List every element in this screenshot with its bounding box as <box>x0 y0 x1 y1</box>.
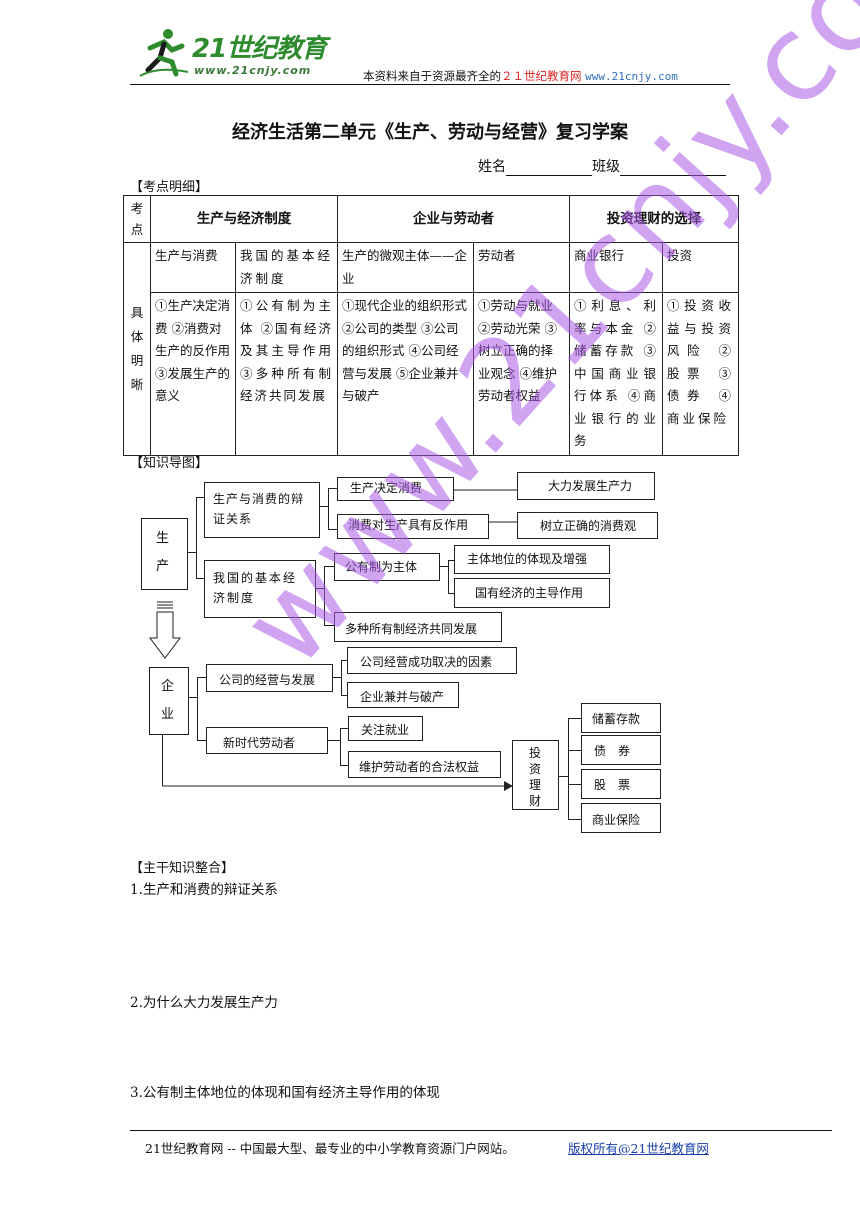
map-box-stock: 股 票 <box>581 769 661 799</box>
map-line <box>188 552 196 553</box>
map-line <box>448 560 449 594</box>
map-box-status: 主体地位的体现及增强 <box>454 545 610 574</box>
sub-invest: 投资 <box>662 242 739 293</box>
kaodian-table: 考点 生产与经济制度 企业与劳动者 投资理财的选择 具体明晰 生产与消费 我国的… <box>123 195 739 456</box>
header-divider <box>130 84 730 85</box>
map-line <box>196 578 204 579</box>
logo-wordmark: 21世纪教育 <box>192 34 327 64</box>
side-char-4: 晰 <box>130 376 144 392</box>
question-2: 2.为什么大力发展生产力 <box>130 995 278 1011</box>
invest-char-3: 理 <box>529 778 542 792</box>
map-box-state: 国有经济的主导作用 <box>454 578 610 608</box>
map-line <box>448 593 454 594</box>
site-logo[interactable]: 21世纪教育 www.21cnjy.com <box>130 22 340 82</box>
question-3: 3.公有制主体地位的体现和国有经济主导作用的体现 <box>130 1085 440 1101</box>
header-production: 生产与经济制度 <box>150 195 338 243</box>
note-url[interactable]: www.21cnjy.com <box>585 70 678 83</box>
map-box-job: 关注就业 <box>348 716 423 741</box>
corner-cell: 考点 <box>123 195 151 243</box>
map-line <box>197 677 198 741</box>
map-line <box>559 776 568 777</box>
arrow-right-icon <box>489 517 529 527</box>
page-title: 经济生活第二单元《生产、劳动与经营》复习学案 <box>232 122 628 143</box>
map-line <box>568 784 581 785</box>
logo-url: www.21cnjy.com <box>194 64 312 77</box>
down-arrow-icon <box>149 601 181 659</box>
sub-production-consumption: 生产与消费 <box>150 242 236 293</box>
map-line <box>568 718 569 820</box>
map-line <box>196 497 197 579</box>
header-enterprise: 企业与劳动者 <box>337 195 570 243</box>
corner-char-1: 考 <box>130 201 144 216</box>
name-blank[interactable] <box>506 162 592 176</box>
map-line <box>340 728 348 729</box>
map-line <box>189 697 197 698</box>
section-zhugan: 【主干知识整合】 <box>130 861 235 876</box>
map-line <box>448 560 454 561</box>
map-line <box>568 750 581 751</box>
detail-labor: ①劳动与就业 ②劳动光荣 ③树立正确的择业观念 ④维护劳动者权益 <box>473 292 570 456</box>
map-char-sheng: 生 <box>156 531 170 546</box>
class-label: 班级 <box>592 159 620 175</box>
detail-enterprise: ①现代企业的组织形式 ②公司的类型 ③公司的组织形式 ④公司经营与发展 ⑤企业兼… <box>337 292 474 456</box>
map-box-consume-view: 树立正确的消费观 <box>517 512 658 539</box>
sub-micro-subject: 生产的微观主体——企业 <box>337 242 474 293</box>
side-char-1: 具 <box>130 304 144 320</box>
map-box-bond: 债 券 <box>581 735 661 765</box>
sub-basic-system: 我国的基本经济制度 <box>235 242 338 293</box>
detail-bank: ①利息、利率与本金 ②储蓄存款 ③中国商业银行体系 ④商业银行的业务 <box>569 292 663 456</box>
note-site[interactable]: ２１世纪教育网 <box>501 69 582 83</box>
map-line <box>340 728 341 766</box>
note-prefix: 本资料来自于资源最齐全的 <box>363 69 501 83</box>
corner-char-2: 点 <box>130 222 144 237</box>
map-box-production: 生产 <box>141 518 188 590</box>
map-line <box>440 566 448 567</box>
map-box-success: 公司经营成功取决的因素 <box>347 647 517 674</box>
footer-copyright-link[interactable]: 版权所有@21世纪教育网 <box>568 1141 709 1156</box>
invest-char-1: 投 <box>529 746 542 760</box>
footer-divider <box>130 1130 832 1131</box>
detail-production: ①生产决定消费 ②消费对生产的反作用 ③发展生产的意义 <box>150 292 236 456</box>
map-box-insurance: 商业保险 <box>581 803 661 833</box>
class-blank[interactable] <box>620 162 726 176</box>
map-box-savings: 储蓄存款 <box>581 703 661 733</box>
map-box-newera: 新时代劳动者 <box>206 727 328 754</box>
map-box-develop: 大力发展生产力 <box>517 472 655 500</box>
map-line <box>196 497 204 498</box>
header-note: 本资料来自于资源最齐全的２１世纪教育网 www.21cnjy.com <box>363 68 678 84</box>
detail-basic-system: ①公有制为主体 ②国有经济及其主导作用 ③多种所有制经济共同发展 <box>235 292 338 456</box>
map-line <box>568 718 581 719</box>
map-line <box>197 740 206 741</box>
invest-char-2: 资 <box>529 762 542 776</box>
map-char-ye: 业 <box>161 707 175 722</box>
map-box-invest: 投资理财 <box>512 740 559 810</box>
footer-text: 21世纪教育网 -- 中国最大型、最专业的中小学教育资源门户网站。 <box>145 1141 515 1156</box>
map-line <box>568 819 581 820</box>
map-line <box>162 735 163 786</box>
arrow-right-icon <box>162 781 513 791</box>
section-kaodian: 【考点明细】 <box>130 180 209 195</box>
student-info-line: 姓名 班级 <box>478 156 726 176</box>
side-label-cell: 具体明晰 <box>123 242 151 456</box>
question-1: 1.生产和消费的辩证关系 <box>130 882 278 898</box>
map-line <box>328 740 340 741</box>
side-char-3: 明 <box>130 352 144 368</box>
map-line <box>340 765 348 766</box>
map-line <box>341 695 347 696</box>
map-char-chan: 产 <box>156 559 170 574</box>
page-header: 21世纪教育 www.21cnjy.com 本资料来自于资源最齐全的２１世纪教育… <box>130 22 730 86</box>
map-box-merge: 企业兼并与破产 <box>347 682 459 708</box>
runner-logo-icon <box>139 29 189 77</box>
name-label: 姓名 <box>478 159 506 175</box>
detail-invest: ①投资收益与投资风险 ②股票 ③债券 ④商业保险 <box>662 292 739 456</box>
invest-char-4: 财 <box>529 794 542 808</box>
map-line <box>197 677 206 678</box>
side-char-2: 体 <box>130 328 144 344</box>
map-box-rights: 维护劳动者的合法权益 <box>348 751 501 778</box>
map-line <box>333 677 341 678</box>
map-char-qi: 企 <box>161 679 175 694</box>
section-daotu: 【知识导图】 <box>130 456 209 471</box>
map-box-enterprise: 企业 <box>149 667 189 735</box>
